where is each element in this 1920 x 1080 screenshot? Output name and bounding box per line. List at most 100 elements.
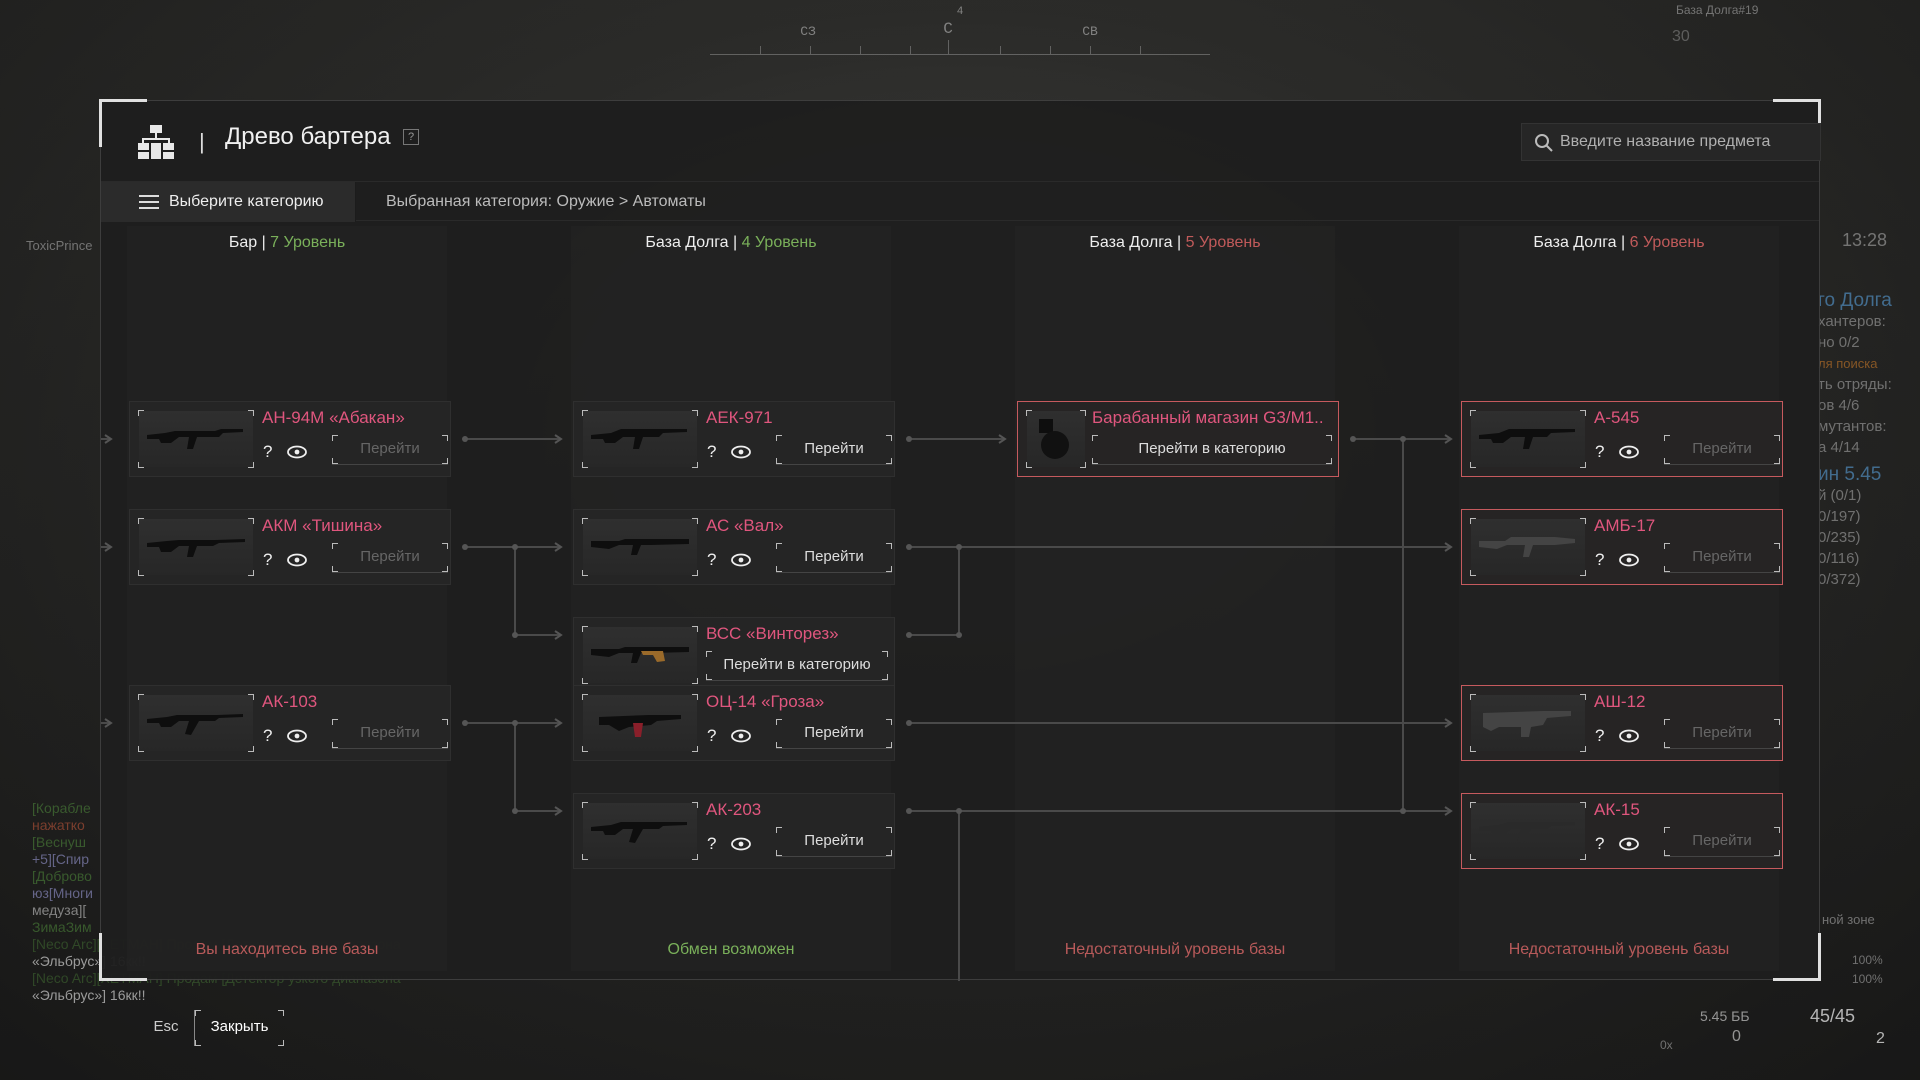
location-number: 30 — [1672, 28, 1690, 45]
grenade-count: 2 — [1876, 1030, 1885, 1047]
go-to-category-button[interactable]: Перейти в категорию — [706, 651, 888, 681]
go-button[interactable]: Перейти — [332, 543, 448, 573]
eye-icon[interactable] — [731, 445, 751, 459]
item-card-amb17[interactable]: АМБ-17 ? Перейти — [1461, 509, 1783, 585]
column-location: База Долга — [1533, 234, 1617, 251]
item-help-icon[interactable]: ? — [263, 442, 273, 461]
go-button[interactable]: Перейти — [776, 435, 892, 465]
rifle-icon — [591, 647, 689, 663]
zone-status: ной зоне — [1822, 912, 1875, 927]
eye-icon[interactable] — [287, 445, 307, 459]
go-button[interactable]: Перейти — [1664, 719, 1780, 749]
go-button[interactable]: Перейти — [1664, 827, 1780, 857]
rifle-icon — [1479, 822, 1575, 843]
rifle-icon — [591, 429, 687, 449]
eye-icon[interactable] — [287, 553, 307, 567]
chat-line: +5][Спир — [32, 851, 90, 867]
item-help-icon[interactable]: ? — [1595, 834, 1605, 853]
item-name: АН-94М «Абакан» — [262, 408, 405, 427]
item-name: А-545 — [1594, 408, 1640, 427]
item-help-icon[interactable]: ? — [707, 726, 717, 745]
chat-line: ЗимаЗим — [32, 919, 92, 935]
item-help-icon[interactable]: ? — [707, 834, 717, 853]
window-header: | Древо бартера ? — [101, 101, 1821, 181]
item-help-icon[interactable]: ? — [1595, 726, 1605, 745]
item-thumbnail — [1470, 694, 1586, 752]
bullpup-icon — [1483, 711, 1571, 737]
rifle-icon — [591, 822, 687, 843]
esc-key-hint: Esc — [153, 1018, 179, 1035]
eye-icon[interactable] — [1619, 837, 1639, 851]
location-label: База Долга#19 — [1676, 3, 1759, 17]
eye-icon[interactable] — [731, 553, 751, 567]
column-level: 7 Уровень — [270, 234, 346, 251]
go-button[interactable]: Перейти — [1664, 543, 1780, 573]
column-duty-base-5: База Долга | 5 Уровень Недостаточный уро… — [1015, 226, 1335, 971]
chat-line: «Эльбрус»] 16кк!! — [32, 987, 146, 1003]
item-help-icon[interactable]: ? — [707, 550, 717, 569]
item-help-icon[interactable]: ? — [707, 442, 717, 461]
item-card-drum-magazine[interactable]: Барабанный магазин G3/M1.. Перейти в кат… — [1017, 401, 1339, 477]
item-name: ОЦ-14 «Гроза» — [706, 692, 825, 711]
item-help-icon[interactable]: ? — [1595, 442, 1605, 461]
search-input[interactable] — [1560, 124, 1810, 160]
item-help-icon[interactable]: ? — [263, 726, 273, 745]
rifle-icon — [147, 714, 243, 735]
quest-line: ов 4/6 — [1818, 397, 1860, 414]
item-name: АК-103 — [262, 692, 318, 711]
item-thumbnail — [582, 694, 698, 752]
eye-icon[interactable] — [1619, 729, 1639, 743]
item-card-a545[interactable]: А-545 ? Перейти — [1461, 401, 1783, 477]
item-card-as-val[interactable]: АС «Вал» ? Перейти — [573, 509, 895, 585]
compass-nw: СЗ — [800, 24, 816, 39]
search-box[interactable] — [1521, 123, 1821, 161]
item-card-ak203[interactable]: АК-203 ? Перейти — [573, 793, 895, 869]
column-header: База Долга | 4 Уровень — [645, 234, 817, 251]
go-button[interactable]: Перейти — [1664, 435, 1780, 465]
go-button[interactable]: Перейти — [776, 543, 892, 573]
rifle-icon — [147, 429, 243, 449]
column-header: База Долга | 6 Уровень — [1533, 234, 1705, 251]
help-icon[interactable]: ? — [403, 129, 419, 145]
item-card-ak103[interactable]: АК-103 ? Перейти — [129, 685, 451, 761]
item-thumbnail — [138, 410, 254, 468]
column-level: 4 Уровень — [741, 234, 817, 251]
select-category-button[interactable]: Выберите категорию — [101, 182, 356, 222]
item-help-icon[interactable]: ? — [263, 550, 273, 569]
menu-icon — [139, 195, 159, 209]
item-card-aek971[interactable]: АЕК-971 ? Перейти — [573, 401, 895, 477]
item-card-akm[interactable]: АКМ «Тишина» ? Перейти — [129, 509, 451, 585]
go-button[interactable]: Перейти — [776, 827, 892, 857]
go-to-category-button[interactable]: Перейти в категорию — [1092, 435, 1332, 465]
quest-line: й (0/1) — [1818, 487, 1862, 504]
item-card-vss[interactable]: ВСС «Винторез» Перейти в категорию — [573, 617, 895, 693]
item-card-an94[interactable]: АН-94М «Абакан» ? Перейти — [129, 401, 451, 477]
eye-icon[interactable] — [731, 729, 751, 743]
compass-ne: СВ — [1082, 24, 1098, 39]
category-bar: Выберите категорию Выбранная категория: … — [101, 181, 1819, 222]
item-card-groza[interactable]: ОЦ-14 «Гроза» ? Перейти — [573, 685, 895, 761]
eye-icon[interactable] — [731, 837, 751, 851]
go-button[interactable]: Перейти — [776, 719, 892, 749]
eye-icon[interactable] — [1619, 445, 1639, 459]
eye-icon[interactable] — [287, 729, 307, 743]
chat-line: нажатко — [32, 817, 85, 833]
item-thumbnail — [1470, 410, 1586, 468]
eye-icon[interactable] — [1619, 553, 1639, 567]
quest-line: а 4/14 — [1818, 439, 1860, 456]
item-thumbnail — [582, 410, 698, 468]
chat-line: медуза][ — [32, 902, 87, 918]
item-help-icon[interactable]: ? — [1595, 550, 1605, 569]
go-button[interactable]: Перейти — [332, 435, 448, 465]
ammo-count: 45/45 — [1810, 1006, 1856, 1026]
quest-line: мутантов: — [1818, 418, 1887, 435]
tree-connectors — [101, 434, 1453, 981]
column-status: Вы находитесь вне базы — [195, 941, 379, 958]
item-card-ash12[interactable]: АШ-12 ? Перейти — [1461, 685, 1783, 761]
go-button[interactable]: Перейти — [332, 719, 448, 749]
close-button[interactable]: Закрыть — [194, 1010, 284, 1046]
clock: 13:28 — [1842, 230, 1888, 250]
item-thumbnail — [138, 694, 254, 752]
player-name: ToxicPrince — [26, 238, 93, 253]
item-card-ak15[interactable]: АК-15 ? Перейти — [1461, 793, 1783, 869]
